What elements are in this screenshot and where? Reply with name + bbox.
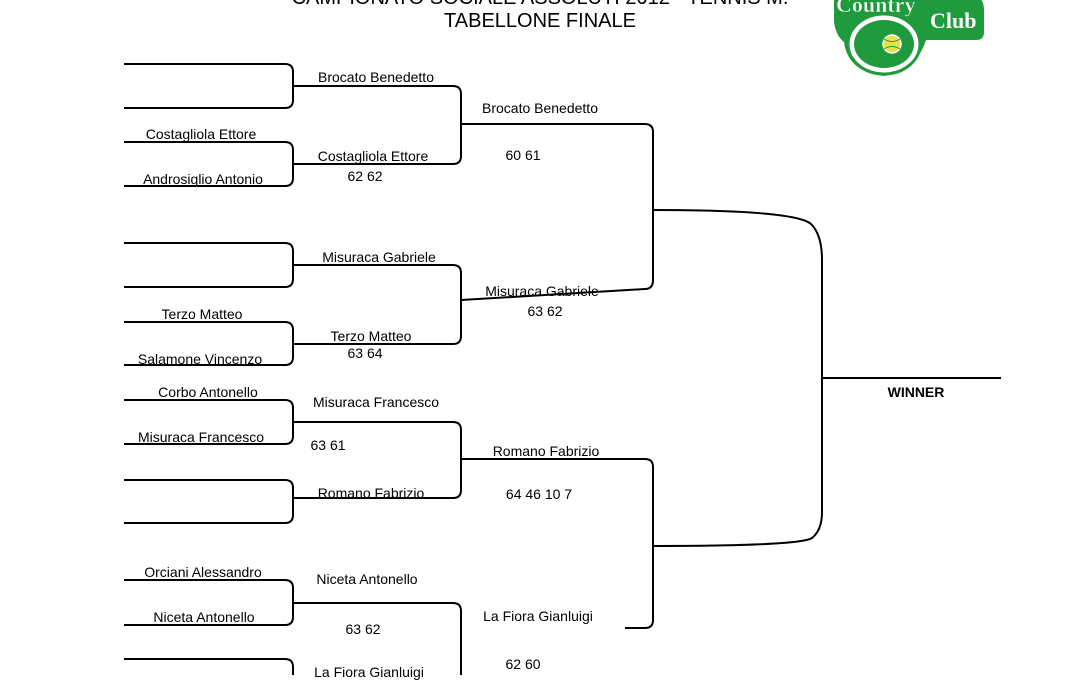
r1-player-14: Niceta Antonello — [153, 609, 255, 625]
r2-score-5: 63 61 — [310, 437, 346, 453]
r1-bracket-3 — [124, 242, 294, 288]
r3-player-1: Brocato Benedetto — [482, 100, 598, 116]
r2-player-6: Romano Fabrizio — [317, 485, 425, 501]
r2-player-7: Niceta Antonello — [316, 571, 418, 587]
tennis-ball-icon — [882, 34, 902, 54]
r3-player-4: La Fiora Gianluigi — [483, 608, 593, 624]
r3-player-2: Misuraca Gabriele — [485, 283, 599, 299]
r2-player-5: Misuraca Francesco — [312, 394, 440, 410]
r1-bracket-1 — [124, 63, 294, 109]
r2-score-2: 62 62 — [347, 168, 383, 184]
r2-player-4: Terzo Matteo — [330, 328, 412, 344]
country-club-logo: Country Club — [834, 0, 984, 76]
r1-bracket-6 — [124, 479, 294, 524]
r1-bracket-8 — [124, 658, 294, 675]
r2-score-7: 63 62 — [345, 621, 381, 637]
r2-player-1: Brocato Benedetto — [318, 69, 434, 85]
page-title: CAMPIONATO SOCIALE ASSOLUTI 2012 - TENNI… — [292, 0, 789, 10]
r1-player-7: Terzo Matteo — [161, 306, 243, 322]
r1-player-9: Corbo Antonello — [158, 384, 258, 400]
r3-score-3: 64 46 10 7 — [505, 486, 573, 502]
logo-text-club: Club — [930, 8, 976, 33]
r3-score-1: 60 61 — [505, 147, 541, 163]
logo-text-country: Country — [836, 0, 915, 17]
r2-bracket-4 — [293, 602, 462, 675]
r3-score-4: 62 60 — [505, 656, 541, 672]
r3-score-2: 63 62 — [527, 303, 563, 319]
final-bracket — [652, 209, 823, 547]
r3-bracket-1 — [460, 123, 654, 301]
r1-player-4: Androsiglio Antonio — [143, 171, 263, 187]
r2-score-4: 63 64 — [347, 345, 383, 361]
r3-player-3: Romano Fabrizio — [492, 443, 600, 459]
r1-player-13: Orciani Alessandro — [144, 564, 262, 580]
r3-bracket-2 — [461, 458, 654, 629]
r2-player-2: Costagliola Ettore — [317, 148, 429, 164]
r1-player-3: Costagliola Ettore — [145, 126, 257, 142]
winner-label: WINNER — [887, 384, 945, 400]
page-subtitle: TABELLONE FINALE — [444, 10, 636, 32]
r2-bracket-2 — [293, 264, 462, 345]
r2-player-3: Misuraca Gabriele — [322, 249, 436, 265]
r1-player-10: Misuraca Francesco — [137, 429, 265, 445]
r2-player-8: La Fiora Gianluigi — [314, 664, 424, 680]
r1-player-8: Salamone Vincenzo — [137, 351, 263, 367]
